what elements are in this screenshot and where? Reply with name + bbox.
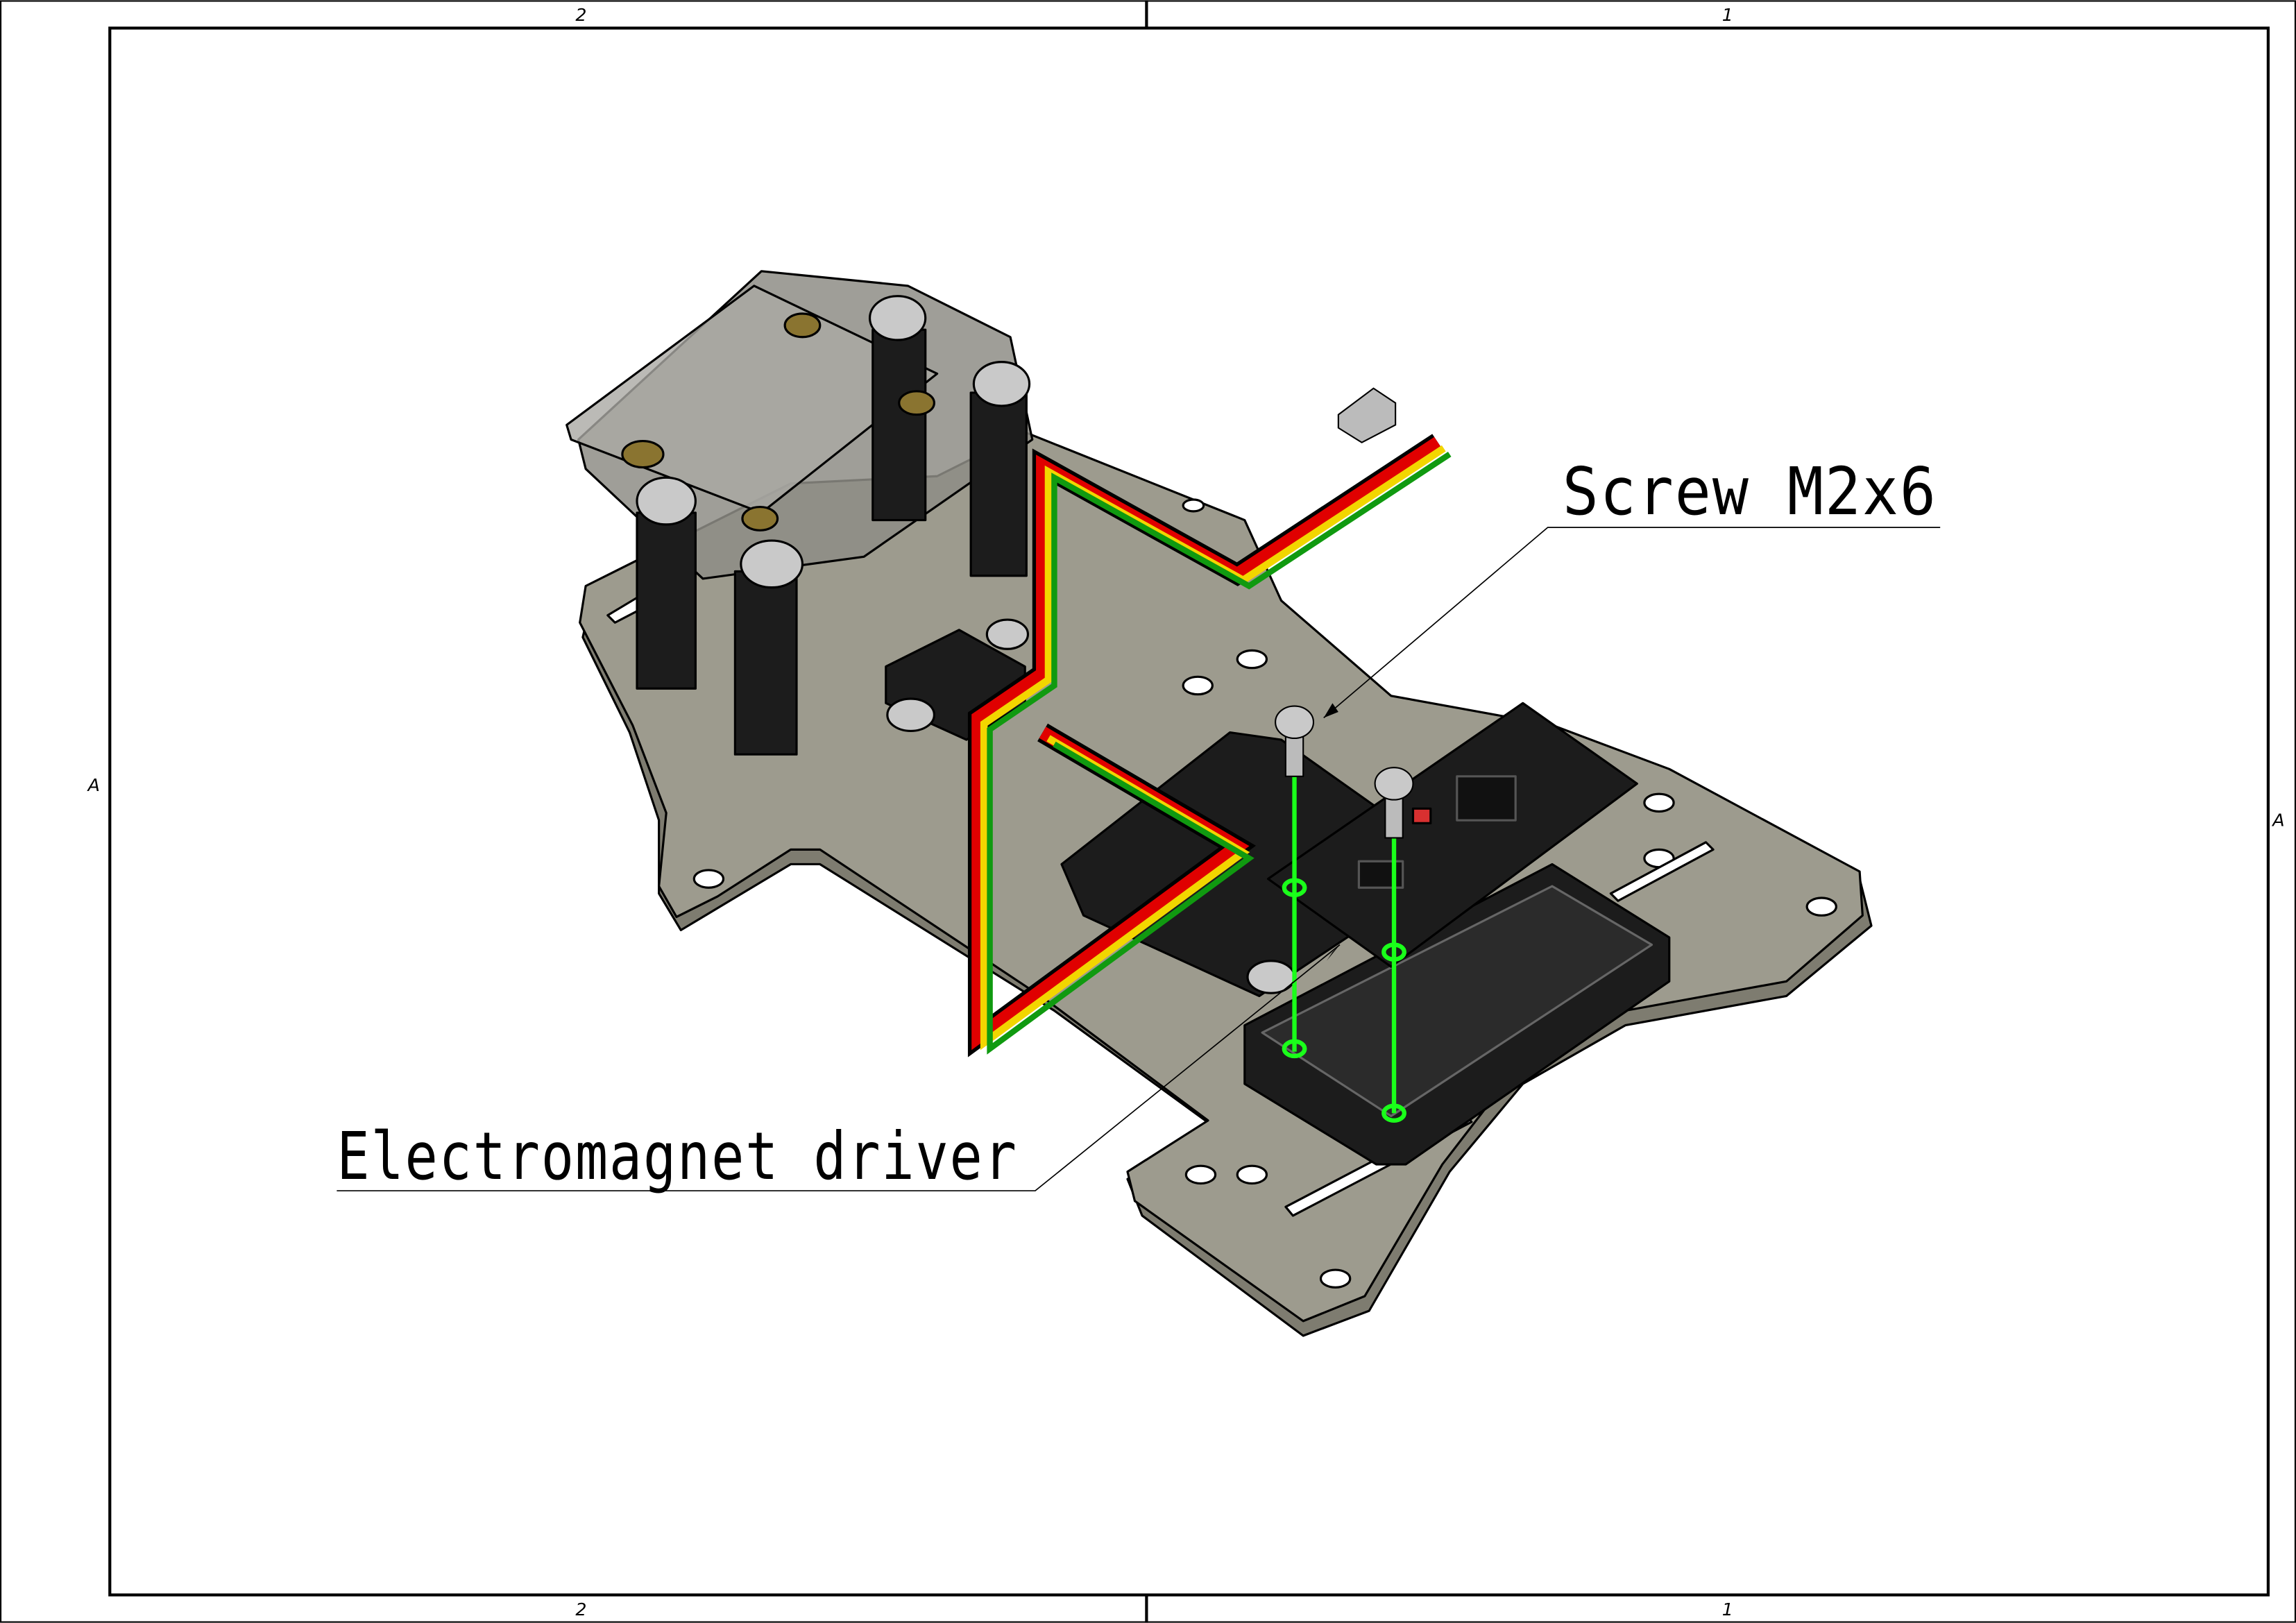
led	[1411, 807, 1432, 824]
screw-m2-head	[1374, 767, 1414, 801]
wire-harness	[967, 434, 1452, 1057]
zone-top-2: 2	[575, 4, 586, 25]
zone-top-1: 1	[1722, 4, 1733, 25]
hex-nut	[1246, 960, 1296, 994]
callout-driver-label: Electromagnet driver	[337, 1119, 1017, 1195]
enclosure-cavity	[1261, 885, 1653, 1118]
standoffs	[636, 328, 1028, 756]
zone-bottom-2: 2	[575, 1599, 586, 1620]
screw-heads	[636, 295, 1031, 589]
screw-m2-head	[1275, 705, 1315, 740]
chip	[1357, 860, 1404, 889]
callout-screw-label: Screw M2x6	[1563, 454, 1937, 530]
brass-inserts	[621, 312, 935, 532]
driver-pcb	[1266, 702, 1638, 968]
zone-left-a: A	[87, 774, 100, 795]
callout-driver: Electromagnet driver	[337, 944, 1341, 1195]
drawing-frame	[108, 26, 2270, 1597]
highlighted-screws	[1275, 705, 1414, 1123]
nut	[985, 618, 1030, 650]
zone-right-a: A	[2271, 810, 2284, 831]
nut	[886, 697, 935, 733]
zone-bottom-1: 1	[1722, 1599, 1733, 1620]
mosfet	[1456, 775, 1517, 822]
callout-screw: Screw M2x6	[1323, 454, 1941, 719]
connector-plug	[1337, 387, 1397, 443]
